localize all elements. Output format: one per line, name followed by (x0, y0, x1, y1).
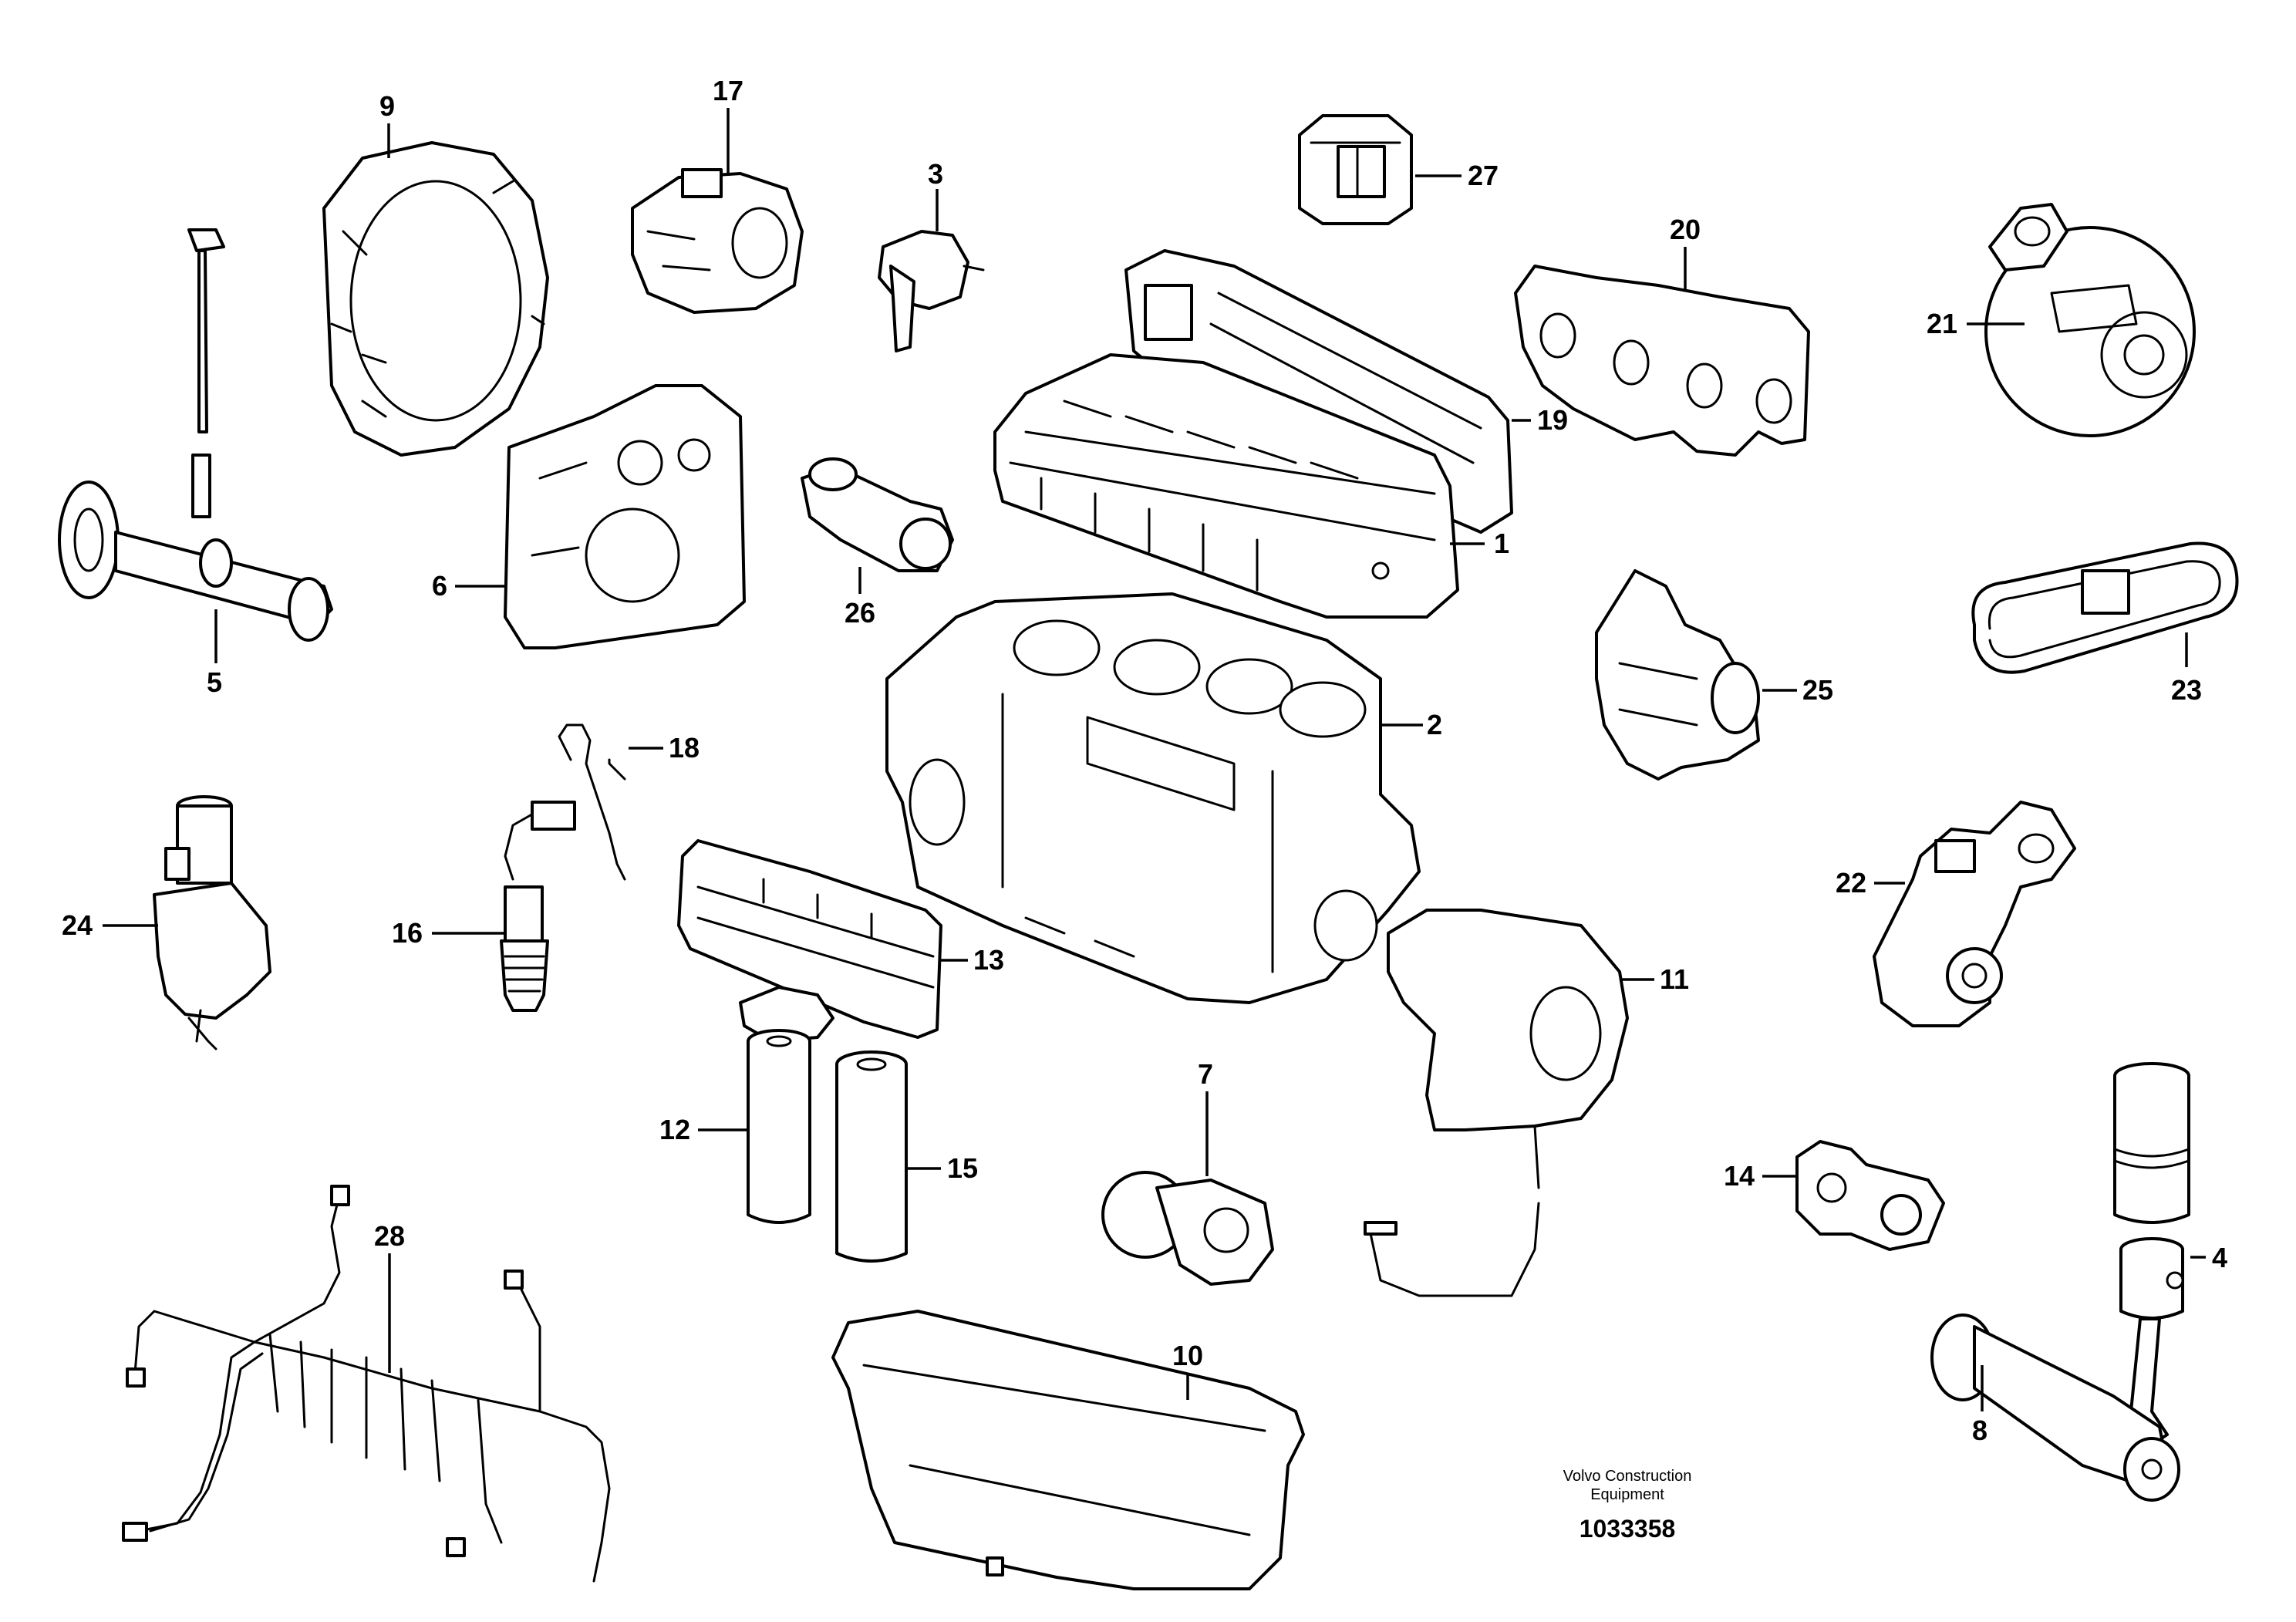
part-25-alternator (1595, 569, 1760, 781)
part-22-water-pump (1873, 801, 2076, 1027)
document-number: 1033358 (1580, 1515, 1676, 1543)
callout-24: 24 (62, 909, 93, 941)
part-20-exhaust-manifold (1514, 265, 1810, 457)
part-12-oil-filter (747, 1029, 811, 1224)
part-28-wiring-harness (122, 1185, 611, 1583)
part-1-cylinder-head (993, 353, 1459, 619)
part-17-fuel-pump (631, 168, 804, 314)
callout-12: 12 (659, 1114, 690, 1145)
part-5-camshaft (58, 228, 333, 642)
part-7-feed-pump (1101, 1171, 1274, 1286)
leader-lines (103, 108, 2206, 1411)
callout-10: 10 (1172, 1340, 1203, 1371)
callout-1: 1 (1494, 528, 1509, 559)
callout-2: 2 (1427, 709, 1442, 740)
callout-19: 19 (1537, 404, 1568, 436)
callout-21: 21 (1927, 308, 1957, 339)
callout-11: 11 (1660, 963, 1689, 995)
callout-7: 7 (1198, 1058, 1213, 1090)
callout-20: 20 (1670, 214, 1701, 245)
callout-18: 18 (669, 732, 700, 764)
callout-22: 22 (1836, 867, 1866, 899)
callout-16: 16 (392, 917, 423, 949)
callout-9: 9 (379, 90, 395, 122)
part-21-turbocharger (1984, 203, 2196, 437)
callout-28: 28 (374, 1220, 405, 1252)
callout-23: 23 (2171, 674, 2202, 706)
part-2-cylinder-block (885, 592, 1421, 1004)
part-11-oil-pump (1364, 909, 1629, 1297)
part-9-flywheel-housing (322, 141, 549, 457)
callout-3: 3 (928, 158, 943, 190)
callout-6: 6 (432, 570, 447, 602)
part-24-control-valve (153, 795, 271, 1050)
part-3-sensor (878, 230, 985, 352)
part-14-housing (1795, 1140, 1945, 1251)
callout-25: 25 (1802, 674, 1833, 706)
part-26-starter-motor (801, 457, 954, 572)
part-23-drive-belt (1971, 541, 2239, 674)
part-13-oil-cooler (677, 839, 942, 1043)
callout-labels: 1 2 3 4 5 6 7 8 9 10 11 12 13 14 15 16 1… (62, 75, 2227, 1446)
part-4-piston-and-liner (2113, 1062, 2190, 1320)
part-15-fuel-filter (835, 1050, 908, 1263)
callout-13: 13 (973, 944, 1004, 976)
credit-line-2: Equipment (1590, 1486, 1664, 1503)
part-27-connector (1298, 114, 1413, 225)
part-10-oil-sump (831, 1310, 1305, 1590)
drawing-credit: Volvo Construction Equipment 1033358 (1563, 1468, 1692, 1543)
callout-17: 17 (713, 75, 743, 106)
part-16-injector (500, 801, 576, 1012)
callout-26: 26 (845, 597, 875, 629)
credit-line-1: Volvo Construction (1563, 1468, 1692, 1485)
callout-4: 4 (2212, 1242, 2227, 1273)
part-6-timing-gear-cover (504, 384, 746, 649)
part-8-crankshaft (1930, 1313, 2180, 1502)
callout-27: 27 (1468, 160, 1499, 191)
callout-8: 8 (1972, 1415, 1988, 1446)
part-18-fuel-pipe (558, 723, 626, 881)
callout-15: 15 (947, 1152, 978, 1184)
callout-14: 14 (1724, 1160, 1755, 1192)
callout-5: 5 (207, 666, 222, 698)
